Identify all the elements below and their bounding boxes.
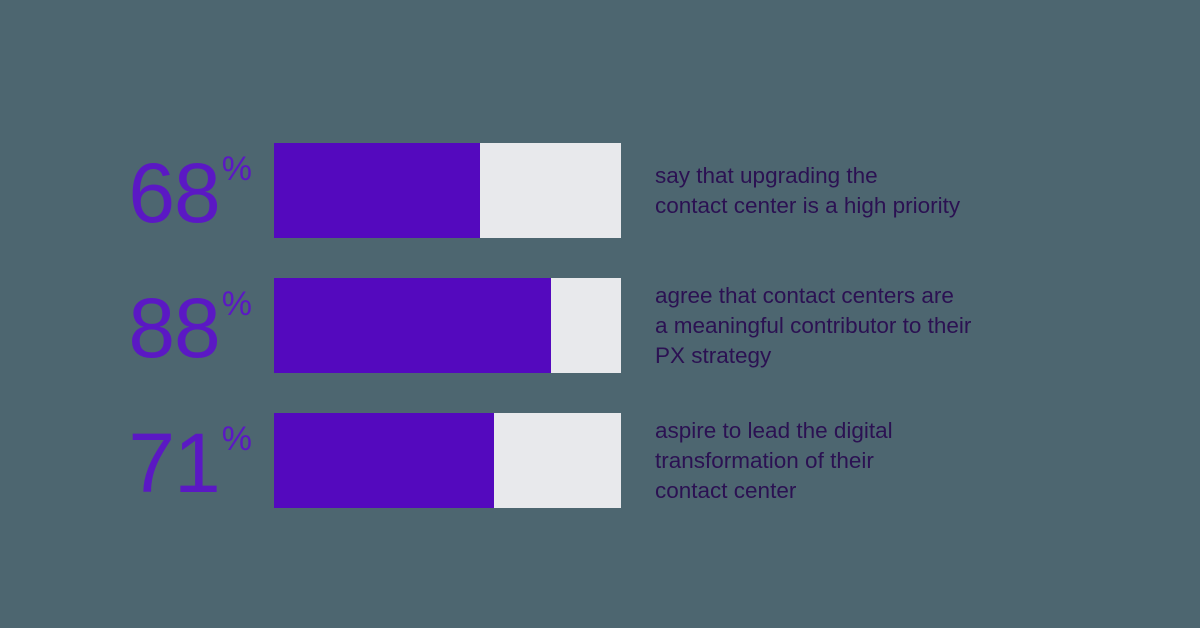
bar-track [274,278,621,373]
caption-line: aspire to lead the digital [655,417,893,443]
percentage-block: 88% [0,278,258,373]
caption-line: a meaningful contributor to their [655,312,972,338]
caption-line: PX strategy [655,342,772,368]
percent-sign: % [221,419,252,458]
stat-caption: agree that contact centers are a meaning… [655,278,1175,373]
bar-fill [274,143,481,238]
percentage-value: 71 [128,415,220,510]
percentage-value: 88 [128,280,220,375]
percentage-block: 68% [0,143,258,238]
percent-sign: % [221,284,252,323]
stat-row: 71% aspire to lead the digital transform… [0,413,1200,508]
stat-row: 68% say that upgrading the contact cente… [0,143,1200,238]
percentage-block: 71% [0,413,258,508]
caption-line: contact center [655,477,797,503]
caption-line: transformation of their [655,447,874,473]
caption-line: agree that contact centers are [655,282,954,308]
stat-row: 88% agree that contact centers are a mea… [0,278,1200,373]
bar-track [274,143,621,238]
bar-fill [274,278,551,373]
percentage-value: 68 [128,145,220,240]
bar-track [274,413,621,508]
bar-fill [274,413,494,508]
caption-line: contact center is a high priority [655,192,961,218]
percent-sign: % [221,149,252,188]
stat-caption: aspire to lead the digital transformatio… [655,413,1175,508]
stat-caption: say that upgrading the contact center is… [655,143,1175,238]
caption-line: say that upgrading the [655,162,878,188]
